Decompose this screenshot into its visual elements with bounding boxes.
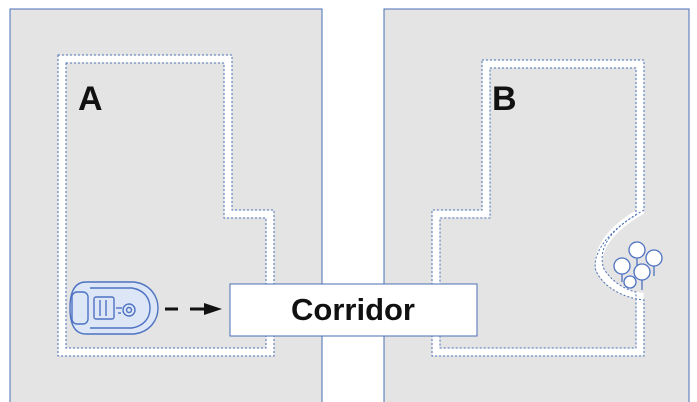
zone-b-dashed-inner [439,67,637,349]
corridor-label: Corridor [291,292,415,327]
robotic-mower-icon [69,281,159,335]
zone-a-dashed-outline [57,54,275,357]
zone-a-label: A [78,80,103,118]
dashed-arrow-icon [165,303,222,315]
zone-a-panel [9,8,323,402]
trees-icon [613,241,663,290]
zone-a-dashed-inner [65,62,267,349]
zone-a-boundary-wire [58,55,274,356]
zone-b-label: B [492,80,517,118]
corridor-box [229,283,478,337]
